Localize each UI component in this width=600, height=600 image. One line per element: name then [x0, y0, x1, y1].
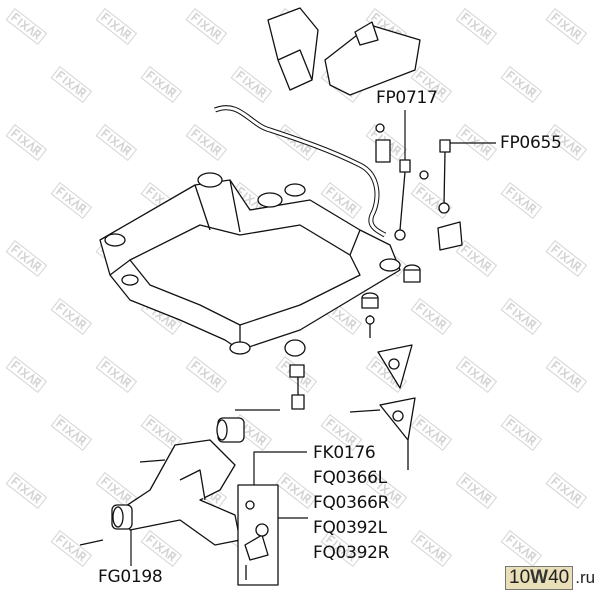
triangle-mounts [349, 344, 416, 470]
watermark-stamp [275, 471, 318, 510]
watermark-stamp [50, 413, 93, 452]
watermark-stamp [545, 355, 588, 394]
watermark-stamp [455, 471, 498, 510]
stabilizer-link [375, 123, 463, 251]
watermark-stamp [410, 413, 453, 452]
watermark-stamp [455, 7, 498, 46]
watermark-stamp [500, 297, 543, 336]
watermark-stamp [185, 123, 228, 162]
logo-domain: .ru [575, 568, 596, 587]
watermark-stamp [185, 7, 228, 46]
watermark-stamp [455, 239, 498, 278]
watermark-stamp [95, 123, 138, 162]
watermark-stamp [50, 529, 93, 568]
watermark-stamp [230, 65, 273, 104]
part-label-fk0176: FK0176 [313, 443, 376, 463]
watermark-stamp [185, 355, 228, 394]
site-logo: 10W40 .ru [505, 566, 595, 590]
part-label-fp0717: FP0717 [376, 88, 438, 108]
part-label-fq0392r: FQ0392R [313, 543, 390, 563]
watermark-stamp [410, 181, 453, 220]
watermark-stamp [95, 471, 138, 510]
watermark-stamp [5, 7, 48, 46]
watermark-stamp [140, 65, 183, 104]
watermark-stamp [5, 239, 48, 278]
logo-text: 40 [548, 567, 570, 588]
watermark-stamp [500, 181, 543, 220]
logo-box: 10W40 [505, 566, 574, 590]
watermark-stamp [140, 529, 183, 568]
watermark-stamp [320, 529, 363, 568]
leader-lines [130, 110, 496, 566]
watermark-stamp [500, 529, 543, 568]
part-label-fp0655: FP0655 [500, 133, 562, 153]
control-arm [79, 417, 245, 546]
watermark-stamp [500, 413, 543, 452]
watermark-stamp [320, 181, 363, 220]
logo-text: W [530, 567, 549, 588]
watermark-stamp [5, 471, 48, 510]
watermark-stamp [545, 239, 588, 278]
logo-text: 10 [509, 567, 531, 588]
watermark-stamp [410, 65, 453, 104]
watermark-stamp [5, 123, 48, 162]
watermark-stamp [545, 471, 588, 510]
bracket-part [267, 7, 421, 96]
watermark-stamp [410, 529, 453, 568]
watermark-stamp [455, 355, 498, 394]
watermark-stamp [95, 355, 138, 394]
part-label-fg0198: FG0198 [98, 567, 163, 587]
watermark-stamp [50, 297, 93, 336]
watermark-stamp [5, 355, 48, 394]
watermark-stamp [365, 471, 408, 510]
part-label-fq0366l: FQ0366L [313, 468, 387, 488]
watermark-stamp [320, 413, 363, 452]
watermark-stamp [545, 123, 588, 162]
watermark-stamp [95, 7, 138, 46]
subframe [99, 172, 401, 357]
watermark-stamp [410, 297, 453, 336]
watermark-stamp [500, 65, 543, 104]
ball-joint-kit [237, 484, 279, 586]
watermark-stamp [50, 181, 93, 220]
watermark-stamp [50, 65, 93, 104]
part-label-fq0392l: FQ0392L [313, 518, 387, 538]
part-label-fq0366r: FQ0366R [313, 493, 390, 513]
watermark-stamp [545, 7, 588, 46]
bushing-mounts [289, 264, 421, 410]
